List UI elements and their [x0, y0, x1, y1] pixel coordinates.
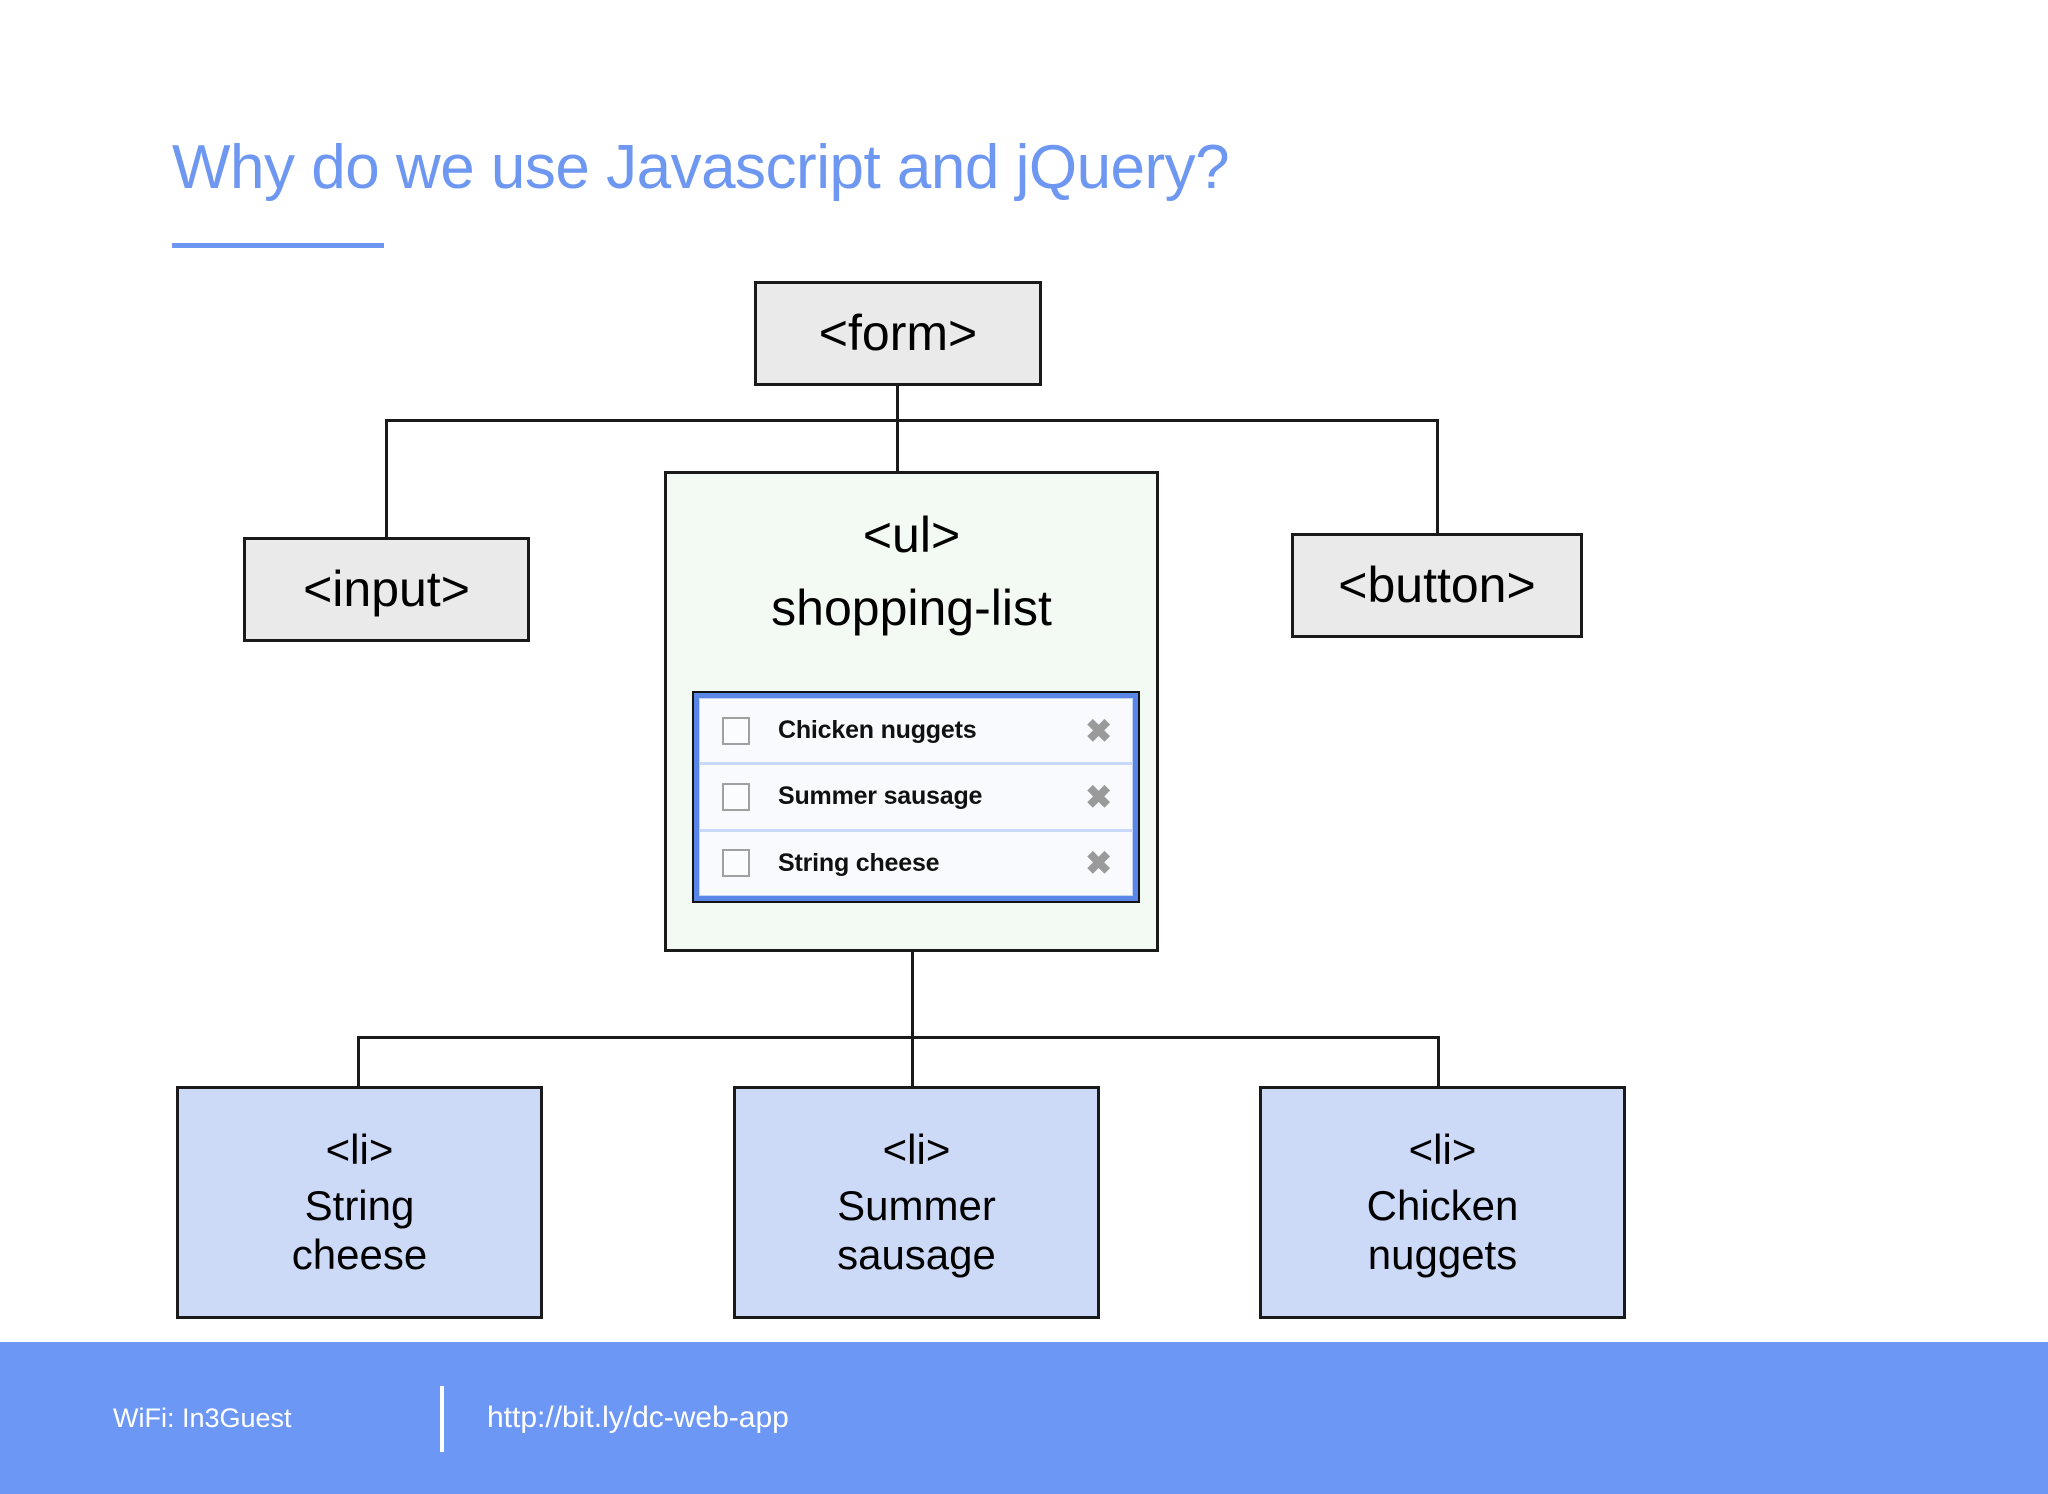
checkbox-icon[interactable]	[722, 782, 750, 811]
connector-to-ul	[896, 419, 899, 471]
diagram-node-li-chicken-nuggets: <li> Chicken nuggets	[1259, 1086, 1626, 1319]
footer-url-text[interactable]: http://bit.ly/dc-web-app	[487, 1401, 789, 1434]
node-button-label: <button>	[1338, 557, 1536, 613]
list-item[interactable]: Chicken nuggets ✖	[700, 699, 1132, 763]
node-form-label: <form>	[818, 305, 978, 361]
list-item-label: String cheese	[778, 848, 940, 877]
node-input-label: <input>	[303, 561, 470, 617]
connector-ul-stem	[911, 952, 914, 1037]
node-li-tag: <li>	[1408, 1126, 1477, 1174]
footer-divider	[440, 1386, 444, 1452]
list-item-label: Summer sausage	[778, 782, 983, 811]
list-item[interactable]: String cheese ✖	[700, 828, 1132, 895]
footer-wifi-text: WiFi: In3Guest	[113, 1402, 292, 1433]
connector-to-li-1	[357, 1036, 360, 1086]
title-underline-rule	[172, 243, 384, 248]
footer-bar: WiFi: In3Guest http://bit.ly/dc-web-app	[0, 1342, 2048, 1494]
node-li-line2: nuggets	[1367, 1231, 1518, 1279]
node-li-line1: String	[304, 1181, 415, 1229]
node-li-line2: sausage	[837, 1231, 996, 1279]
node-ul-name: shopping-list	[771, 580, 1052, 636]
shopping-list-widget-inner: Chicken nuggets ✖ Summer sausage ✖ Strin…	[699, 698, 1133, 896]
node-li-line1: Summer	[837, 1181, 996, 1229]
diagram-node-input: <input>	[243, 537, 530, 642]
checkbox-icon[interactable]	[722, 849, 750, 878]
connector-form-stem	[896, 386, 899, 421]
shopping-list-widget[interactable]: Chicken nuggets ✖ Summer sausage ✖ Strin…	[692, 691, 1140, 903]
delete-icon[interactable]: ✖	[1085, 778, 1112, 815]
delete-icon[interactable]: ✖	[1085, 712, 1112, 749]
diagram-node-li-string-cheese: <li> String cheese	[176, 1086, 543, 1319]
page-title: Why do we use Javascript and jQuery?	[172, 133, 1230, 202]
connector-to-li-2	[911, 1036, 914, 1086]
node-li-line2: cheese	[291, 1231, 428, 1279]
node-li-tag: <li>	[325, 1126, 394, 1174]
node-ul-tag: <ul>	[862, 507, 961, 563]
connector-li-bar	[357, 1036, 1440, 1039]
connector-to-button	[1436, 419, 1439, 533]
connector-form-bar	[385, 419, 1439, 422]
diagram-node-li-summer-sausage: <li> Summer sausage	[733, 1086, 1100, 1319]
diagram-node-button: <button>	[1291, 533, 1583, 638]
checkbox-icon[interactable]	[722, 716, 750, 745]
list-item-label: Chicken nuggets	[778, 716, 977, 745]
connector-to-li-3	[1437, 1036, 1440, 1086]
list-item[interactable]: Summer sausage ✖	[700, 762, 1132, 829]
connector-to-input	[385, 419, 388, 537]
node-li-tag: <li>	[882, 1126, 951, 1174]
diagram-node-form: <form>	[754, 281, 1042, 386]
node-li-line1: Chicken	[1366, 1181, 1519, 1229]
delete-icon[interactable]: ✖	[1085, 845, 1112, 882]
